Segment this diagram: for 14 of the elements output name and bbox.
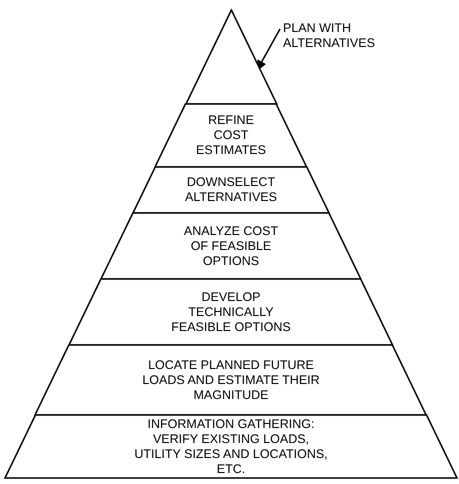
level-label: ANALYZE COST OF FEASIBLE OPTIONS xyxy=(182,224,280,268)
level-label: DEVELOP TECHNICALLY FEASIBLE OPTIONS xyxy=(170,290,292,334)
level-label: INFORMATION GATHERING: VERIFY EXISTING LOADS, UTILITY SIZES AND LOCATIONS, ETC. xyxy=(133,416,329,476)
pyramid-level xyxy=(132,167,330,213)
pyramid-level xyxy=(35,345,427,415)
level-label: REFINE COST ESTIMATES xyxy=(195,113,267,158)
pyramid-apex xyxy=(186,10,276,104)
pyramid-level xyxy=(101,213,361,279)
level-label: DOWNSELECT ALTERNATIVES xyxy=(184,175,278,205)
callout-text: PLAN WITH ALTERNATIVES xyxy=(283,21,376,51)
pyramid-level xyxy=(69,279,393,345)
pyramid-level xyxy=(5,415,457,478)
level-label: LOCATE PLANNED FUTURE LOADS AND ESTIMATE THEIR MAGNITUDE xyxy=(141,358,321,402)
pyramid-level xyxy=(155,104,307,167)
